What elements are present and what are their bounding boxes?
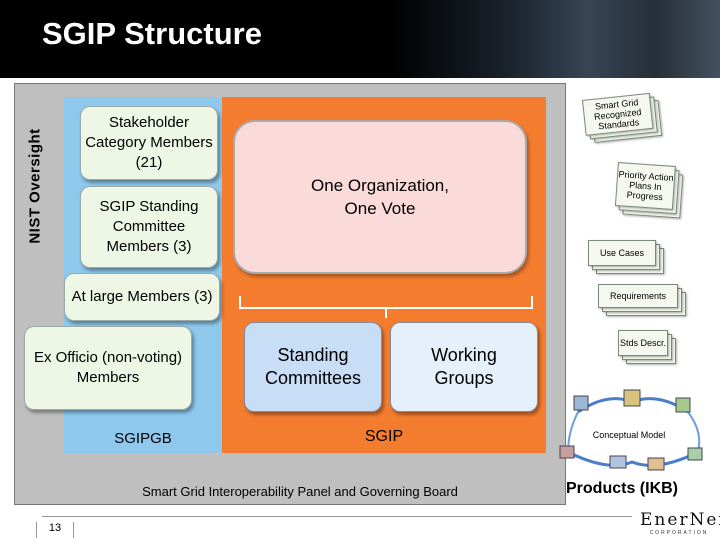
slide-header (0, 0, 720, 78)
footer-divider (42, 516, 632, 517)
model-building-icon (687, 447, 703, 461)
use-cases-text: Use Cases (599, 248, 644, 258)
priority-action-plans-text: Priority Action Plans In Progress (618, 169, 674, 203)
page-number: 13 (36, 522, 74, 538)
one-organization-box: One Organization, One Vote (233, 120, 527, 274)
requirements-text: Requirements (609, 291, 667, 301)
standing-committee-members-box: SGIP Standing Committee Members (3) (80, 186, 218, 268)
standing-committee-members-text: SGIP Standing Committee Members (3) (99, 198, 199, 255)
sgipgb-label: SGIPGB (114, 430, 172, 447)
priority-action-plans-card: Priority Action Plans In Progress (614, 162, 676, 210)
model-building-icon (559, 445, 575, 459)
slide-title: SGIP Structure (42, 16, 262, 51)
ex-officio-members-text: Ex Officio (non-voting) Members (33, 349, 183, 386)
model-building-icon (675, 397, 691, 413)
nist-oversight-label: NIST Oversight (24, 86, 46, 286)
stakeholder-members-text: Stakeholder Category Members (21) (85, 114, 213, 171)
company-logo: EnerNex CORPORATION (640, 508, 720, 540)
model-link-icon (567, 450, 699, 467)
logo-wordmark: EnerNex (640, 510, 720, 530)
standing-committees-text: Standing Committees (264, 345, 362, 388)
model-building-icon (609, 455, 627, 469)
ex-officio-members-box: Ex Officio (non-voting) Members (24, 326, 192, 410)
nist-oversight-text: NIST Oversight (26, 128, 44, 244)
working-groups-text: Working Groups (431, 345, 497, 388)
conceptual-model-graphic (559, 389, 703, 471)
stds-descr-card: Stds Descr. (618, 330, 668, 356)
working-groups-box: Working Groups (390, 322, 538, 412)
panel-caption: Smart Grid Interoperability Panel and Go… (142, 484, 458, 499)
sgip-label: SGIP (364, 428, 404, 445)
one-organization-text: One Organization, One Vote (311, 176, 449, 218)
model-building-icon (623, 389, 641, 407)
stds-descr-text: Stds Descr. (619, 338, 666, 348)
smart-grid-standards-text: Smart Grid Recognized Standards (593, 97, 642, 132)
products-label: Products (IKB) (566, 480, 678, 497)
stakeholder-members-box: Stakeholder Category Members (21) (80, 106, 218, 180)
requirements-card: Requirements (598, 284, 678, 308)
standing-committees-box: Standing Committees (244, 322, 382, 412)
model-building-icon (573, 395, 589, 411)
model-building-icon (647, 457, 665, 471)
logo-subtext: CORPORATION (649, 530, 709, 536)
use-cases-card: Use Cases (588, 240, 656, 266)
conceptual-model-label: Conceptual Model (592, 430, 666, 440)
bracket-connector (239, 296, 533, 318)
at-large-members-text: At large Members (3) (71, 288, 213, 305)
at-large-members-box: At large Members (3) (64, 273, 220, 321)
header-photo-collage (390, 0, 720, 78)
smart-grid-standards-card: Smart Grid Recognized Standards (582, 92, 654, 136)
